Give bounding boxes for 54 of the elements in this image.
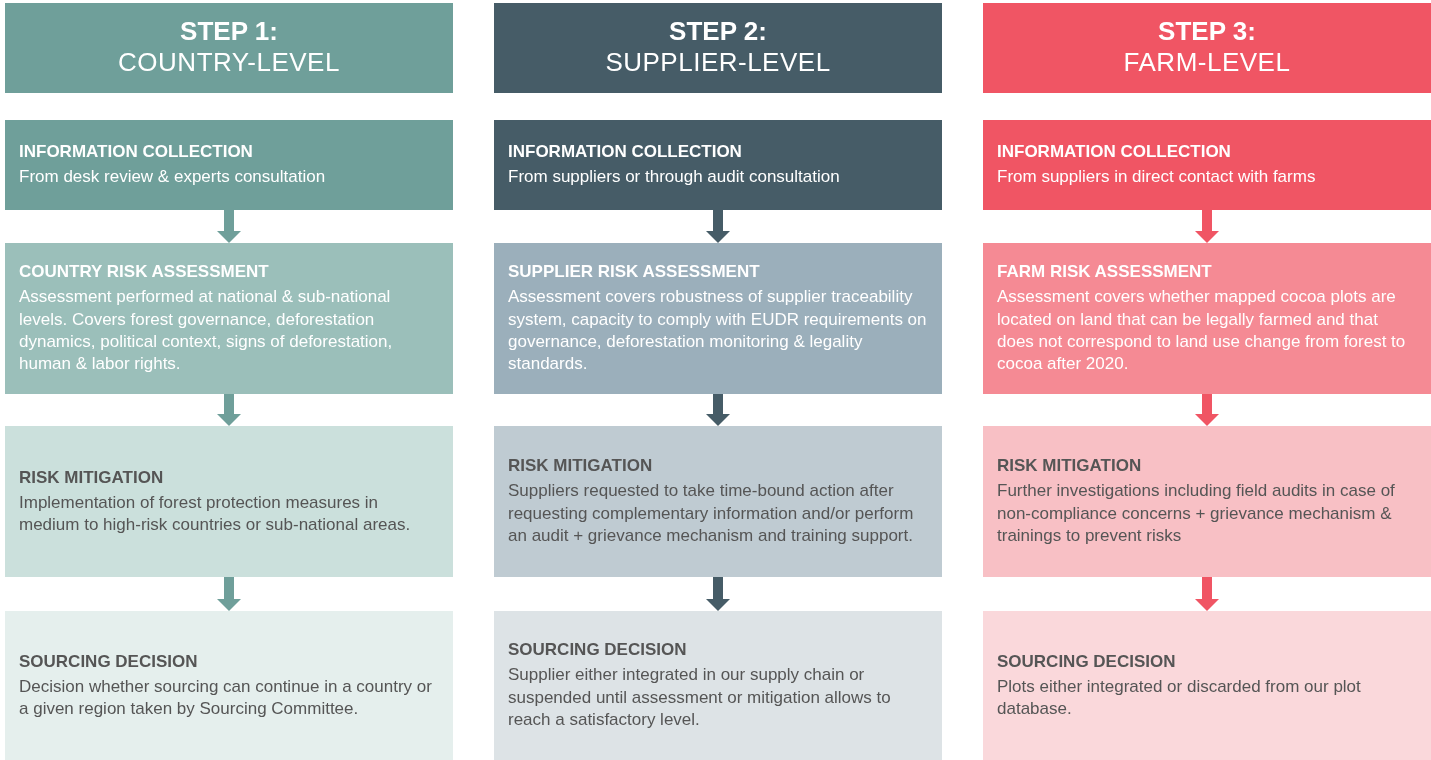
box-description: Suppliers requested to take time-bound action after requesting complementary information and/or perform an audit + grievance mechanism and training support. <box>508 480 915 548</box>
box-description: Decision whether sourcing can continue in a country or a given region taken by Sourcing Committee. <box>19 675 433 721</box>
box-title: RISK MITIGATION <box>997 455 1143 478</box>
arrow <box>1195 394 1219 426</box>
step-box <box>5 120 453 210</box>
arrow <box>1195 577 1219 611</box>
box-description: Implementation of forest protection measures in medium to high-risk countries or sub-national areas. <box>19 491 412 537</box>
box-title: COUNTRY RISK ASSESSMENT <box>19 261 270 284</box>
step-header <box>5 3 453 93</box>
step-box <box>494 611 942 760</box>
arrow <box>1195 210 1219 243</box>
step-level: SUPPLIER-LEVEL <box>605 47 831 79</box>
step-level: COUNTRY-LEVEL <box>118 47 340 79</box>
box-title: INFORMATION COLLECTION <box>508 141 743 164</box>
box-title: SOURCING DECISION <box>997 650 1177 673</box>
box-description: From suppliers or through audit consultation <box>508 166 841 189</box>
box-description: Further investigations including field audits in case of non-compliance concerns + grievance mechanism & trainings to prevent risks <box>997 480 1396 548</box>
box-description: From suppliers in direct contact with farms <box>997 166 1317 189</box>
box-title: SOURCING DECISION <box>19 650 199 673</box>
step-box <box>983 120 1431 210</box>
box-title: FARM RISK ASSESSMENT <box>997 261 1213 284</box>
step-number: STEP 2: <box>669 17 767 48</box>
step-box <box>494 120 942 210</box>
arrow <box>217 210 241 243</box>
box-description: Assessment covers whether mapped cocoa plots are located on land that can be legally farmed and that does not correspond to land use change from forest to cocoa after 2020. <box>997 286 1407 376</box>
box-description: Supplier either integrated in our supply chain or suspended until assessment or mitigation allows to reach a satisfactory level. <box>508 664 892 732</box>
step-number: STEP 1: <box>180 17 278 48</box>
arrow <box>706 394 730 426</box>
step-box <box>5 243 453 394</box>
step-box <box>494 243 942 394</box>
step-header <box>494 3 942 93</box>
step-box <box>494 426 942 577</box>
box-title: INFORMATION COLLECTION <box>997 141 1232 164</box>
arrow <box>217 577 241 611</box>
box-title: SUPPLIER RISK ASSESSMENT <box>508 261 761 284</box>
step-header <box>983 3 1431 93</box>
arrow <box>706 210 730 243</box>
step-number: STEP 3: <box>1158 17 1256 48</box>
step-box <box>5 611 453 760</box>
arrow <box>706 577 730 611</box>
step-box <box>983 426 1431 577</box>
box-title: INFORMATION COLLECTION <box>19 141 254 164</box>
box-description: Plots either integrated or discarded from our plot database. <box>997 675 1362 721</box>
step-level: FARM-LEVEL <box>1123 47 1291 79</box>
box-title: SOURCING DECISION <box>508 639 688 662</box>
box-description: Assessment performed at national & sub-national levels. Covers forest governance, deforestation dynamics, political context, signs of deforestation, human & labor rights. <box>19 286 394 376</box>
box-title: RISK MITIGATION <box>508 455 654 478</box>
arrow <box>217 394 241 426</box>
box-description: Assessment covers robustness of supplier traceability system, capacity to comply with EUDR requirements on governance, deforestation monitoring & legality standards. <box>508 286 928 376</box>
step-box <box>983 611 1431 760</box>
box-title: RISK MITIGATION <box>19 466 165 489</box>
step-box <box>5 426 453 577</box>
box-description: From desk review & experts consultation <box>19 166 327 189</box>
step-box <box>983 243 1431 394</box>
